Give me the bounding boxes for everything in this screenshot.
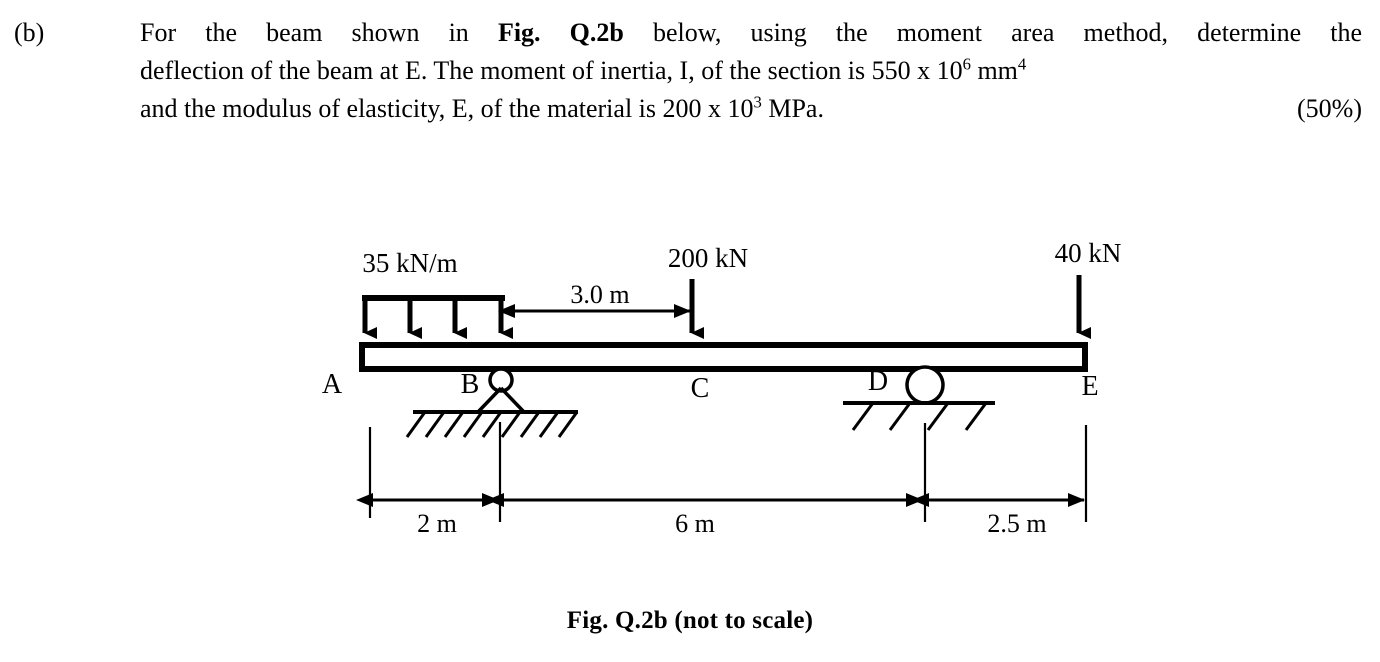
question-line-2-a: deflection of the beam at E. The moment … [140, 56, 963, 85]
roller-support-d [843, 365, 995, 431]
figure-caption: Fig. Q.2b (not to scale) [566, 607, 814, 634]
dimension-label-6m: 6 m [675, 509, 715, 538]
point-load-e-label: 40 kN [1055, 238, 1122, 268]
node-label-b: B [461, 369, 480, 400]
figure-reference: Fig. Q.2b [497, 18, 624, 47]
point-load-e-group: 40 kN [1055, 238, 1122, 339]
point-load-c-group: 200 kN [668, 243, 748, 339]
dimension-extension-lines [368, 422, 1088, 522]
question-body: For the beam shown in Fig. Q.2b below, u… [140, 14, 1362, 128]
marks-allocation: (50%) [1297, 94, 1362, 123]
question-line-1-post: below, using the moment area method, det… [623, 18, 1362, 47]
pin-support-b-triangle [476, 386, 526, 414]
node-label-a: A [322, 369, 343, 400]
question-line-3-b: MPa. [761, 94, 824, 123]
pin-support-b [405, 367, 579, 438]
dimension-udl-to-c: 3.0 m [498, 280, 691, 318]
point-load-c-label: 200 kN [668, 243, 748, 273]
pin-support-b-pin [488, 367, 514, 393]
udl-label: 35 kN/m [362, 248, 457, 278]
question-line-3: and the modulus of elasticity, E, of the… [140, 90, 1362, 128]
dimension-label-2p5m: 2.5 m [987, 509, 1046, 538]
question-line-1-pre: For the beam shown in [140, 18, 498, 47]
question-line-2: deflection of the beam at E. The moment … [140, 52, 1362, 90]
node-label-c: C [691, 373, 710, 404]
exponent-six: 6 [962, 54, 971, 74]
exponent-three: 3 [753, 92, 762, 112]
udl-load-group: 35 kN/m [362, 248, 513, 339]
question-line-2-b: mm [970, 56, 1018, 85]
node-label-d: D [868, 366, 888, 397]
question-line-3-a: and the modulus of elasticity, E, of the… [140, 94, 754, 123]
beam-element [359, 342, 1088, 372]
roller-support-d-hatching [851, 402, 988, 431]
dimension-chain: 2 m 6 m 2.5 m [356, 493, 1085, 538]
question-line-1: For the beam shown in Fig. Q.2b below, u… [140, 14, 1362, 52]
roller-support-d-roller [905, 365, 945, 405]
exponent-four: 4 [1017, 54, 1027, 74]
dimension-label-3m: 3.0 m [570, 280, 629, 309]
node-label-e: E [1081, 371, 1098, 402]
question-label: (b) [14, 18, 45, 47]
beam-diagram: 35 kN/m 3.0 m 200 kN 40 kN A B C D E [0, 140, 1380, 662]
pin-support-b-hatching [405, 411, 579, 438]
beam-diagram-svg: 35 kN/m 3.0 m 200 kN 40 kN A B C D E [322, 238, 1122, 538]
question-text-block: (b) For the beam shown in Fig. Q.2b belo… [0, 0, 1380, 140]
dimension-label-2m: 2 m [417, 509, 457, 538]
